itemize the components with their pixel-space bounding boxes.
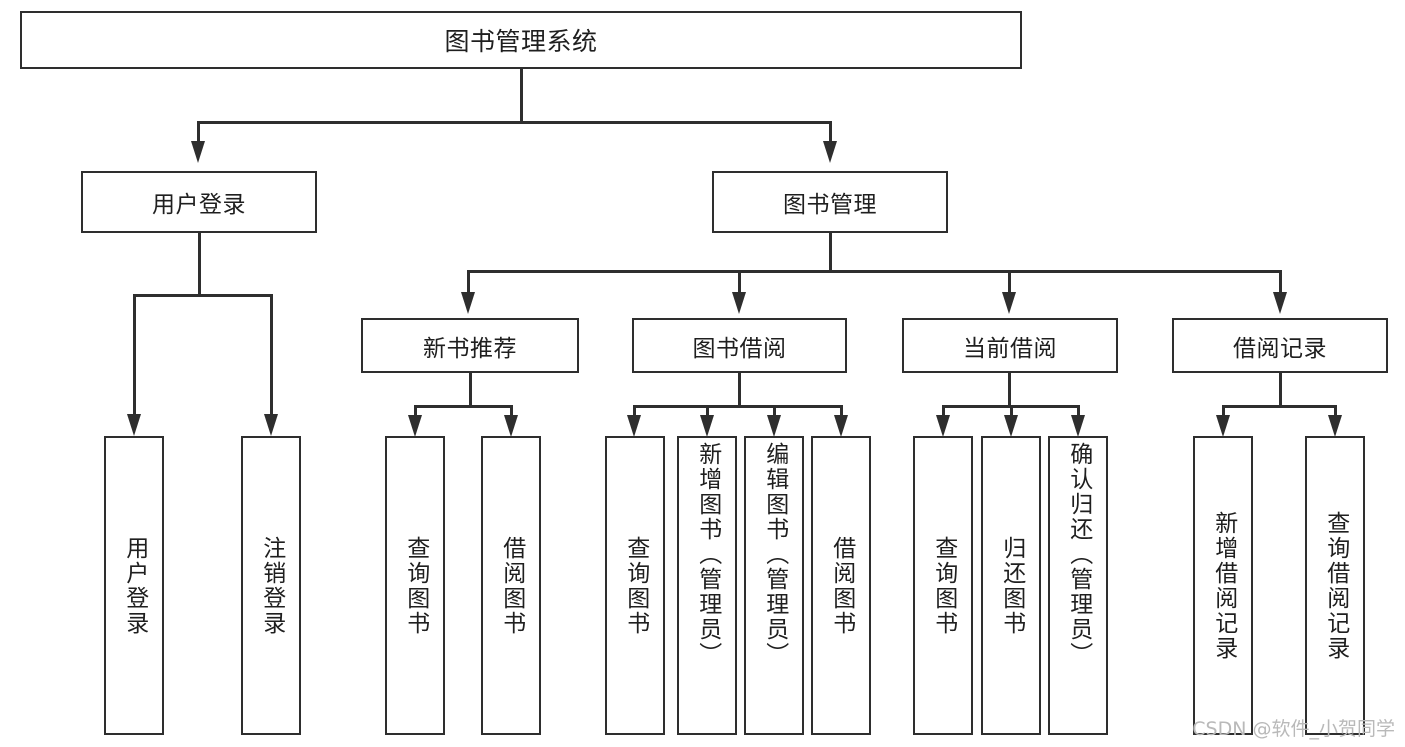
node-label: 借阅图书 <box>498 535 525 636</box>
connector-book-borrow-stem <box>738 373 741 406</box>
connector-level2-drop-right <box>829 121 832 143</box>
arrowhead-leaf-add-book <box>700 415 714 437</box>
connector-book-borrow-drop-1 <box>633 405 636 417</box>
connector-new-book-stem <box>469 373 472 406</box>
arrowhead-new-book-recommend <box>461 292 475 314</box>
connector-borrow-record-bus <box>1222 405 1336 408</box>
connector-new-book-bus <box>414 405 512 408</box>
arrowhead-leaf-user-login <box>127 414 141 436</box>
connector-user-login-drop-1 <box>133 294 136 416</box>
leaf-add-book-admin[interactable]: 新增图书（管理员） <box>677 436 737 735</box>
arrowhead-leaf-edit-book <box>767 415 781 437</box>
connector-current-borrow-drop-3 <box>1077 405 1080 417</box>
node-label: 新增图书（管理员） <box>694 442 721 667</box>
connector-level3-bus <box>467 270 1279 273</box>
connector-level3-drop-3 <box>1008 270 1011 293</box>
connector-level3-drop-2 <box>738 270 741 293</box>
arrowhead-borrow-record <box>1273 292 1287 314</box>
node-label: 用户登录 <box>121 535 148 636</box>
connector-root-stem <box>520 69 523 122</box>
connector-level2-bus <box>197 121 832 124</box>
connector-borrow-record-drop-2 <box>1334 405 1337 417</box>
arrowhead-book-borrow <box>732 292 746 314</box>
node-label: 查询借阅记录 <box>1322 510 1349 661</box>
arrowhead-leaf-borrow-book-2 <box>834 415 848 437</box>
leaf-query-book-current[interactable]: 查询图书 <box>913 436 973 735</box>
connector-user-login-bus <box>133 294 272 297</box>
connector-current-borrow-drop-1 <box>942 405 945 417</box>
connector-borrow-record-stem <box>1279 373 1282 406</box>
arrowhead-leaf-query-record <box>1328 415 1342 437</box>
connector-level2-drop-left <box>197 121 200 143</box>
node-label: 当前借阅 <box>963 335 1057 362</box>
leaf-borrow-book-recommend[interactable]: 借阅图书 <box>481 436 541 735</box>
node-new-book-recommend[interactable]: 新书推荐 <box>361 318 579 373</box>
connector-book-management-stem <box>829 233 832 272</box>
arrowhead-leaf-borrow-book-1 <box>504 415 518 437</box>
connector-new-book-drop-1 <box>414 405 417 417</box>
node-label: 图书管理系统 <box>444 27 598 56</box>
arrowhead-leaf-return-book <box>1004 415 1018 437</box>
connector-book-borrow-drop-3 <box>773 405 776 417</box>
connector-user-login-drop-2 <box>270 294 273 416</box>
node-label: 查询图书 <box>622 535 649 636</box>
arrowhead-leaf-query-book-1 <box>408 415 422 437</box>
connector-book-borrow-drop-4 <box>840 405 843 417</box>
connector-book-borrow-drop-2 <box>706 405 709 417</box>
arrowhead-user-login <box>191 141 205 163</box>
arrowhead-leaf-query-book-3 <box>936 415 950 437</box>
connector-new-book-drop-2 <box>510 405 513 417</box>
arrowhead-leaf-logout <box>264 414 278 436</box>
connector-current-borrow-stem <box>1008 373 1011 406</box>
node-label: 新书推荐 <box>423 335 517 362</box>
node-book-management[interactable]: 图书管理 <box>712 171 948 233</box>
leaf-return-book[interactable]: 归还图书 <box>981 436 1041 735</box>
leaf-confirm-return-admin[interactable]: 确认归还（管理员） <box>1048 436 1108 735</box>
arrowhead-current-borrow <box>1002 292 1016 314</box>
arrowhead-leaf-add-record <box>1216 415 1230 437</box>
node-label: 确认归还（管理员） <box>1065 442 1092 667</box>
leaf-add-borrow-record[interactable]: 新增借阅记录 <box>1193 436 1253 735</box>
leaf-query-book-recommend[interactable]: 查询图书 <box>385 436 445 735</box>
leaf-query-borrow-record[interactable]: 查询借阅记录 <box>1305 436 1365 735</box>
connector-level3-drop-1 <box>467 270 470 293</box>
node-root-system[interactable]: 图书管理系统 <box>20 11 1022 69</box>
leaf-query-book-borrow[interactable]: 查询图书 <box>605 436 665 735</box>
node-label: 查询图书 <box>402 535 429 636</box>
node-label: 归还图书 <box>998 535 1025 636</box>
connector-book-borrow-bus <box>633 405 842 408</box>
leaf-logout[interactable]: 注销登录 <box>241 436 301 735</box>
node-user-login[interactable]: 用户登录 <box>81 171 317 233</box>
node-label: 注销登录 <box>258 535 285 636</box>
node-label: 查询图书 <box>930 535 957 636</box>
leaf-edit-book-admin[interactable]: 编辑图书（管理员） <box>744 436 804 735</box>
node-label: 借阅图书 <box>828 535 855 636</box>
connector-borrow-record-drop-1 <box>1222 405 1225 417</box>
node-label: 编辑图书（管理员） <box>761 442 788 667</box>
node-book-borrow[interactable]: 图书借阅 <box>632 318 847 373</box>
node-borrow-record[interactable]: 借阅记录 <box>1172 318 1388 373</box>
node-label: 用户登录 <box>152 192 246 218</box>
node-label: 图书管理 <box>783 192 877 218</box>
connector-level3-drop-4 <box>1279 270 1282 293</box>
node-current-borrow[interactable]: 当前借阅 <box>902 318 1118 373</box>
leaf-borrow-book[interactable]: 借阅图书 <box>811 436 871 735</box>
arrowhead-leaf-query-book-2 <box>627 415 641 437</box>
node-label: 借阅记录 <box>1233 335 1327 362</box>
arrowhead-book-manage <box>823 141 837 163</box>
node-label: 图书借阅 <box>692 335 787 362</box>
arrowhead-leaf-confirm-return <box>1071 415 1085 437</box>
node-label: 新增借阅记录 <box>1210 510 1237 661</box>
connector-user-login-stem <box>198 233 201 295</box>
connector-current-borrow-drop-2 <box>1010 405 1013 417</box>
leaf-user-login[interactable]: 用户登录 <box>104 436 164 735</box>
